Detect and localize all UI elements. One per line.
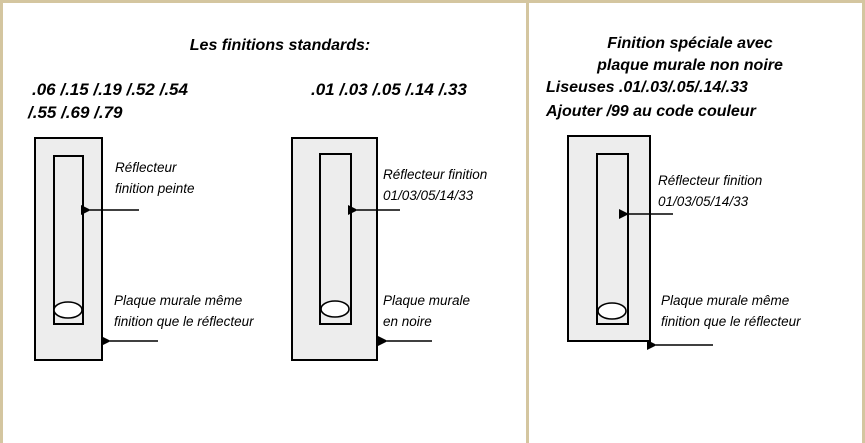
group-a-reflector-label-line2: finition peinte (115, 181, 195, 196)
group-a-reflector (53, 155, 84, 325)
frame-left-border (0, 0, 3, 443)
right-reflector-label-line2: 01/03/05/14/33 (658, 194, 749, 209)
frame-right-border (862, 0, 865, 443)
right-plate-label-line1: Plaque murale même (661, 293, 790, 308)
frame-top-border (0, 0, 865, 3)
group-b-plate-label-line2: en noire (383, 314, 432, 329)
group-b-reflector-label-line1: Réflecteur finition (383, 167, 488, 182)
group-b-reflector-label-line2: 01/03/05/14/33 (383, 188, 474, 203)
right-panel-title-line2: plaque murale non noire (597, 57, 783, 74)
right-reflector (596, 153, 629, 325)
group-a-reflector-label-line1: Réflecteur (115, 160, 177, 175)
group-a-codes-line2: /.55 /.69 /.79 (28, 103, 123, 122)
group-b-plate-label-line1: Plaque murale (383, 293, 471, 308)
group-a-codes-line1: .06 /.15 /.19 /.52 /.54 (32, 80, 188, 99)
right-codes-line2: Ajouter /99 au code couleur (546, 103, 756, 120)
right-codes-line1: Liseuses .01/.03/.05/.14/.33 (546, 79, 748, 96)
group-b-codes-line1: .01 /.03 /.05 /.14 /.33 (311, 80, 467, 99)
panel-divider (526, 0, 529, 443)
group-a-plate-label-line2: finition que le réflecteur (114, 314, 254, 329)
right-plate-label-line2: finition que le réflecteur (661, 314, 801, 329)
left-panel-title: Les finitions standards: (189, 37, 371, 54)
right-reflector-label-line1: Réflecteur finition (658, 173, 763, 188)
group-b-reflector (319, 153, 352, 325)
group-a-plate-label-line1: Plaque murale même (114, 293, 243, 308)
right-panel-title-line1: Finition spéciale avec (607, 35, 773, 52)
